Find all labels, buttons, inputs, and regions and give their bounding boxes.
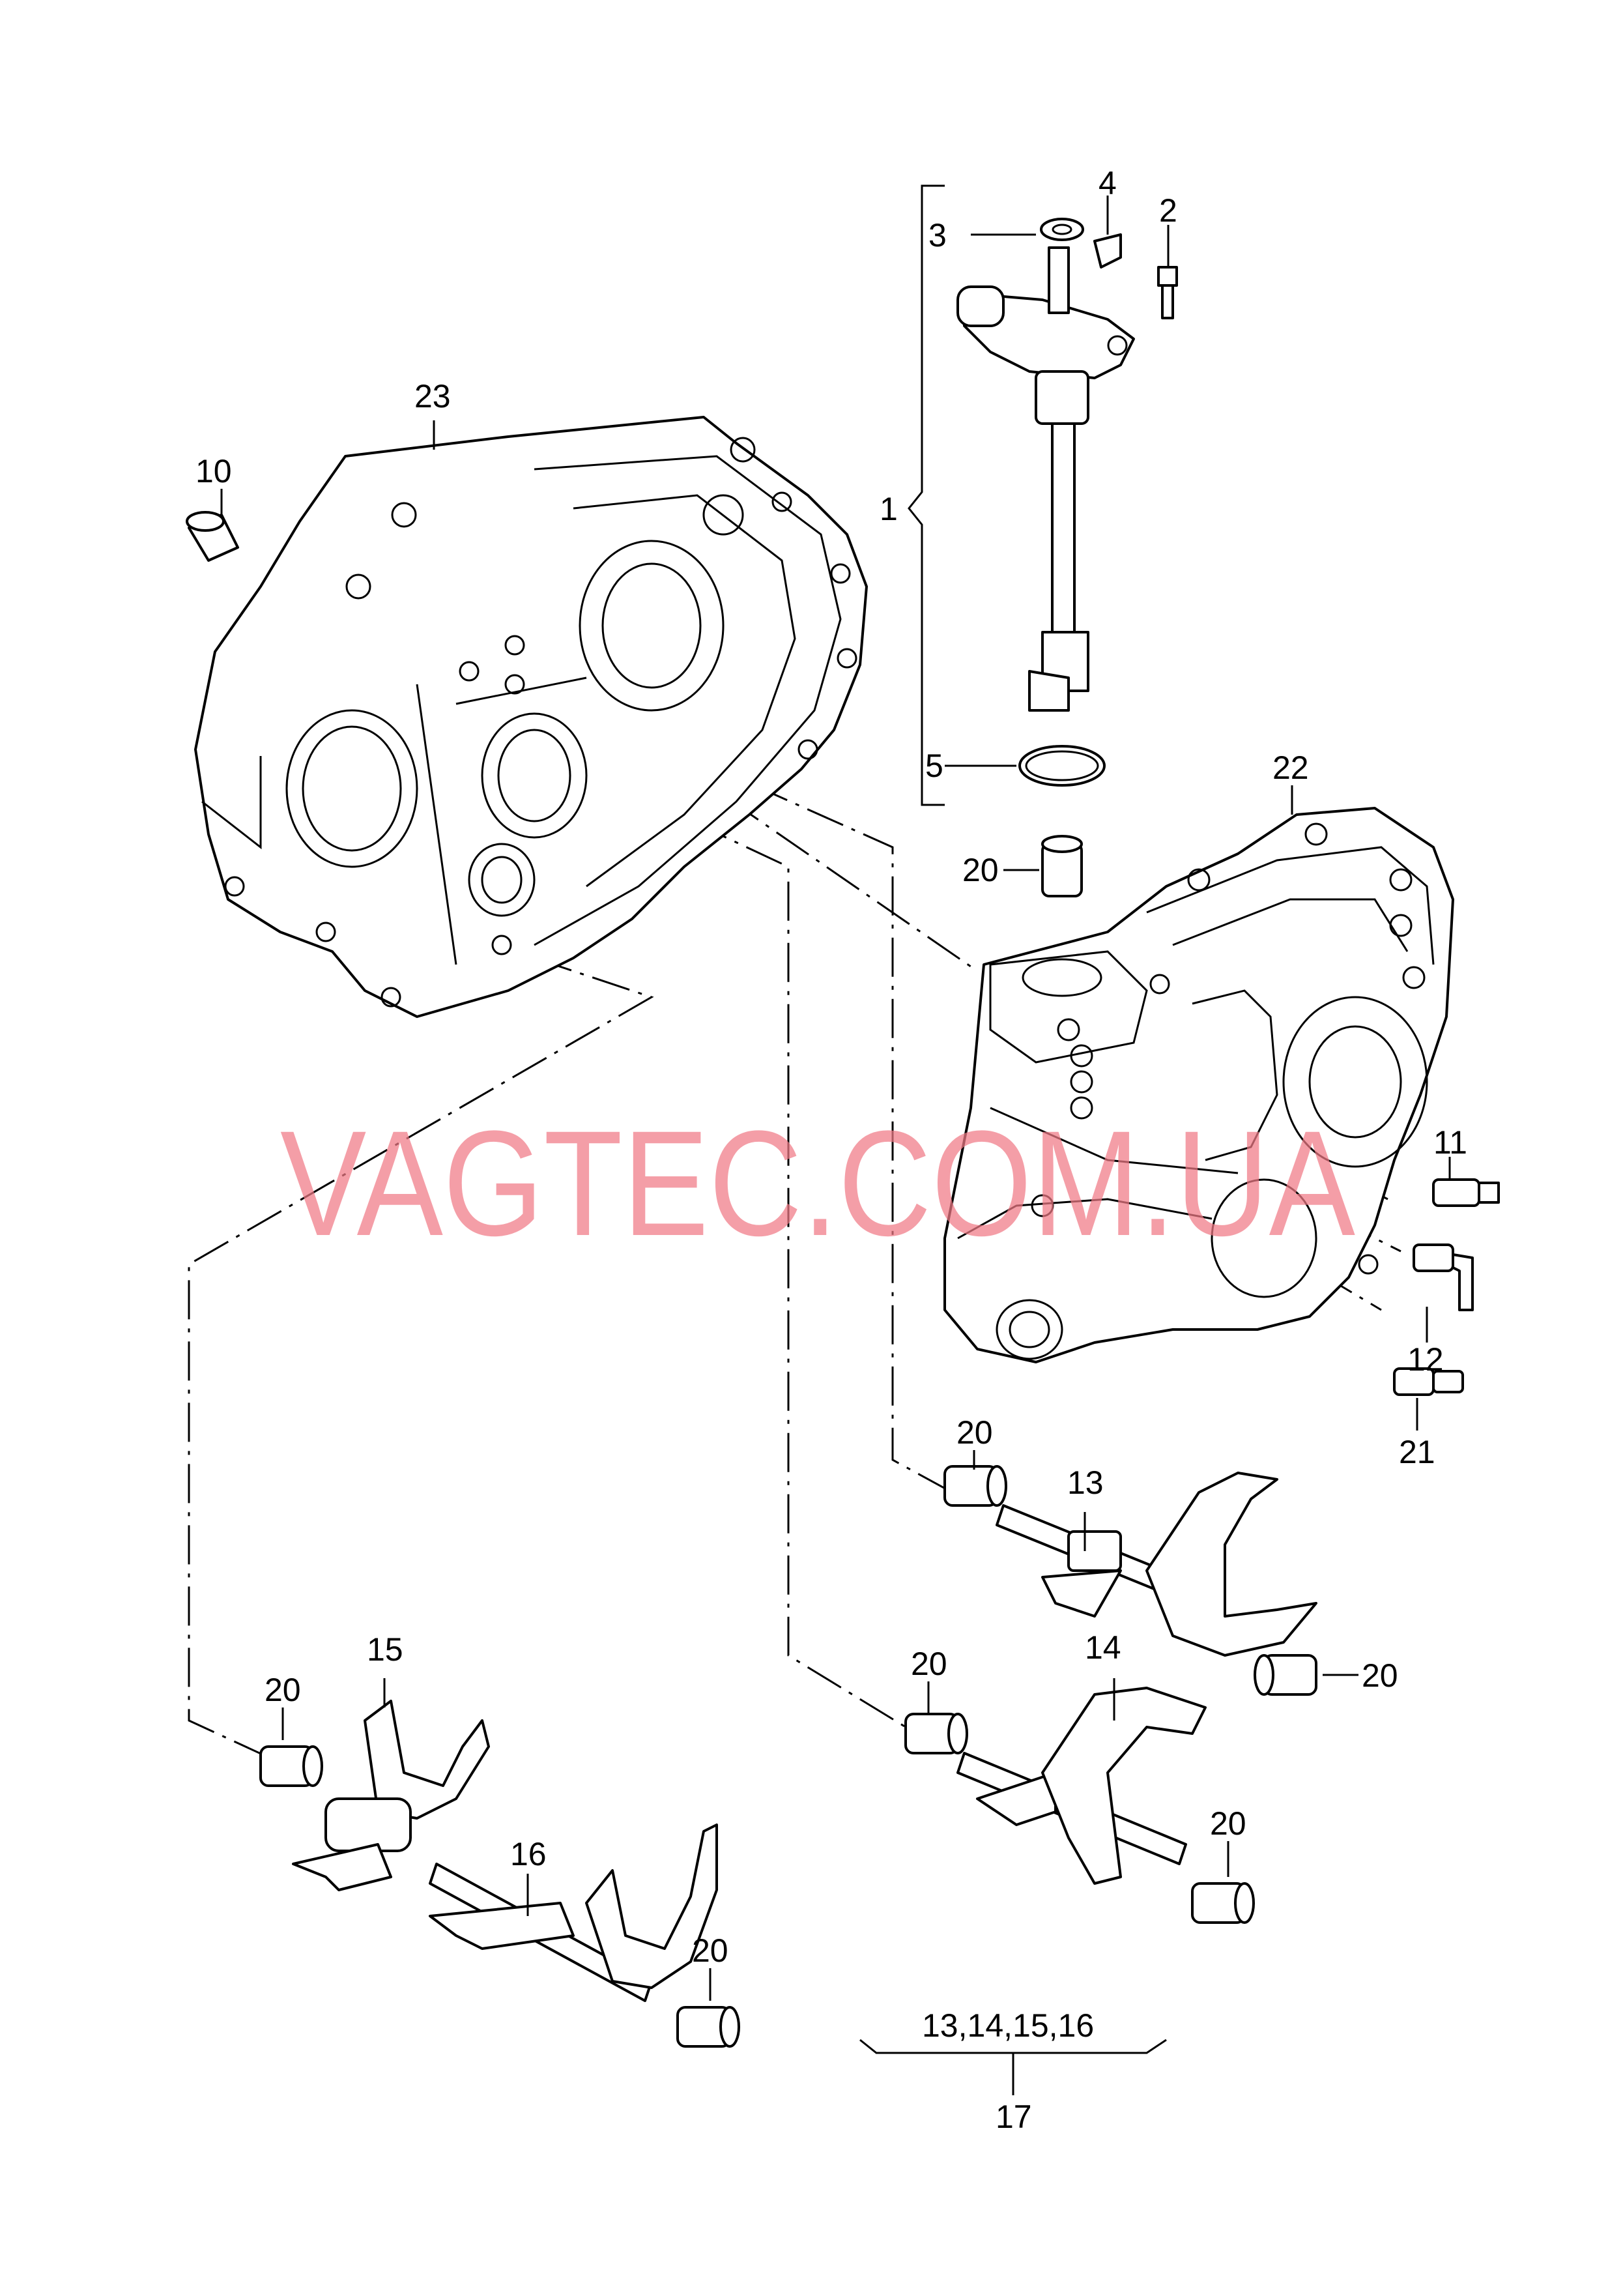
callout-5: 5 xyxy=(925,748,943,784)
bushing-20-d xyxy=(904,1713,968,1754)
callout-23: 23 xyxy=(414,378,451,414)
callout-20b: 20 xyxy=(956,1414,993,1451)
bushing-20-g xyxy=(676,2006,740,2048)
bushing-20-e xyxy=(1191,1882,1255,1924)
callout-16: 16 xyxy=(510,1836,547,1872)
callout-20a: 20 xyxy=(962,852,999,888)
o-ring-5 xyxy=(1018,745,1106,787)
leader-lines xyxy=(220,196,1451,2095)
bushing-20-f xyxy=(259,1745,323,1787)
callout-3: 3 xyxy=(928,217,947,254)
selector-fork-14 xyxy=(956,1687,1207,1885)
callout-20d: 20 xyxy=(911,1646,947,1682)
bushing-20-c xyxy=(1254,1654,1317,1696)
selector-shaft-1 xyxy=(956,246,1135,712)
callout-14: 14 xyxy=(1085,1629,1121,1666)
callout-22: 22 xyxy=(1272,749,1309,786)
callout-12: 12 xyxy=(1407,1341,1444,1378)
sender-12 xyxy=(1413,1243,1474,1311)
callout-2: 2 xyxy=(1159,192,1177,229)
callout-15: 15 xyxy=(367,1631,403,1668)
selector-fork-15 xyxy=(292,1700,490,1891)
callout-20g: 20 xyxy=(692,1932,728,1969)
callout-20e: 20 xyxy=(1210,1805,1246,1842)
callout-20c: 20 xyxy=(1362,1657,1398,1694)
switch-11 xyxy=(1432,1178,1500,1207)
selector-fork-13 xyxy=(996,1472,1317,1657)
cap-4 xyxy=(1093,233,1122,269)
bushing-20-b xyxy=(943,1465,1007,1507)
callout-17: 17 xyxy=(996,2099,1032,2135)
bolt-2 xyxy=(1157,266,1178,319)
callout-11: 11 xyxy=(1433,1124,1467,1161)
callout-13: 13 xyxy=(1067,1464,1104,1501)
callout-21: 21 xyxy=(1399,1434,1435,1470)
bushing-20-a xyxy=(1041,835,1083,897)
callout-labels: 3 4 2 1 5 10 23 22 20 11 12 21 20 13 20 … xyxy=(195,165,1467,2135)
callout-20f: 20 xyxy=(265,1672,301,1708)
clutch-housing-23 xyxy=(194,416,868,1018)
selector-fork-16 xyxy=(429,1824,718,2002)
callout-set-group: 13,14,15,16 xyxy=(922,2007,1094,2044)
sensor-21 xyxy=(1393,1367,1464,1396)
dowel-sleeve-10 xyxy=(186,511,239,562)
callout-4: 4 xyxy=(1099,165,1117,201)
seal-3 xyxy=(1040,218,1084,241)
callout-10: 10 xyxy=(195,453,232,489)
watermark: VAGTEC.COM.UA xyxy=(280,1099,1355,1267)
callout-1: 1 xyxy=(880,491,898,527)
gearbox-housing-22 xyxy=(943,807,1454,1363)
bracket-1 xyxy=(908,184,945,806)
